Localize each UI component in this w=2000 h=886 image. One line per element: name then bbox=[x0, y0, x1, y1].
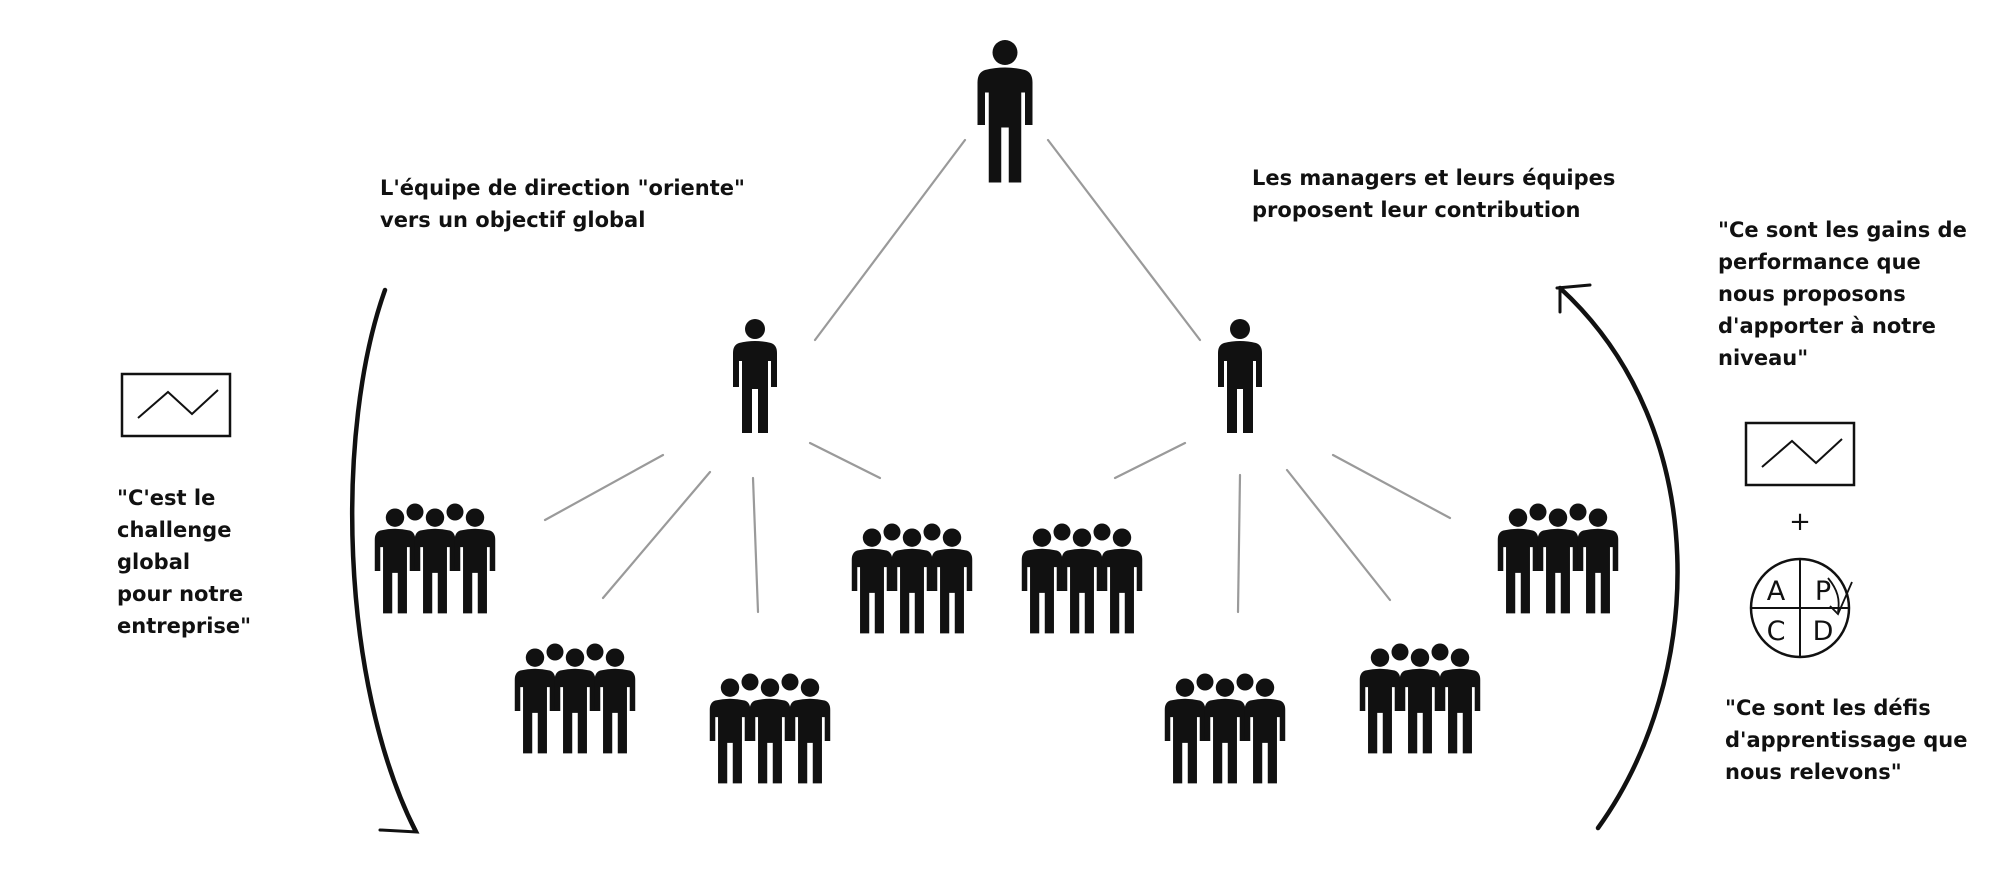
group-icon bbox=[710, 674, 830, 784]
direction-caption: L'équipe de direction "oriente" vers un … bbox=[380, 176, 745, 232]
pdca-letter-c: C bbox=[1767, 616, 1786, 647]
plus-sign: + bbox=[1789, 507, 1811, 537]
pdca-wheel-icon: A P C D bbox=[1749, 557, 1853, 659]
performance-gains-quote: "Ce sont les gains de performance que no… bbox=[1718, 218, 1967, 370]
group-icon bbox=[852, 524, 972, 634]
learning-challenges-quote: "Ce sont les défis d'apprentissage que n… bbox=[1725, 696, 1968, 784]
group-icon bbox=[1165, 674, 1285, 784]
connector-lines bbox=[543, 138, 1452, 614]
person-icon bbox=[1218, 319, 1262, 433]
group-icon bbox=[1022, 524, 1142, 634]
managers-caption: Les managers et leurs équipes proposent … bbox=[1252, 166, 1616, 222]
group-icon bbox=[515, 644, 635, 754]
trend-chart-icon bbox=[120, 372, 232, 438]
pdca-letter-a: A bbox=[1767, 576, 1786, 607]
group-icon bbox=[1498, 504, 1618, 614]
trend-chart-icon bbox=[1744, 421, 1856, 487]
connector-line bbox=[543, 453, 665, 522]
connector-line bbox=[1331, 453, 1452, 520]
pdca-letter-d: D bbox=[1813, 616, 1834, 647]
curved-arrow-icon bbox=[349, 287, 420, 834]
connector-line bbox=[1236, 473, 1242, 614]
connector-line bbox=[601, 470, 712, 600]
connector-line bbox=[813, 138, 967, 342]
connector-line bbox=[751, 476, 760, 614]
group-icon bbox=[1360, 644, 1480, 754]
pdca-letter-p: P bbox=[1815, 576, 1831, 607]
connector-line bbox=[1113, 441, 1187, 480]
org-chart-people bbox=[375, 40, 1618, 783]
curved-arrow-icon bbox=[1555, 283, 1680, 831]
person-icon bbox=[977, 40, 1033, 183]
rotation-arrow-icon bbox=[1829, 581, 1853, 616]
connector-line bbox=[1046, 138, 1202, 342]
rotation-arrow-icon bbox=[1827, 577, 1840, 613]
connector-line bbox=[1285, 468, 1392, 602]
global-challenge-quote: "C'est le challenge global pour notre en… bbox=[117, 486, 252, 638]
group-icon bbox=[375, 504, 495, 614]
connector-line bbox=[808, 441, 882, 480]
person-icon bbox=[733, 319, 777, 433]
